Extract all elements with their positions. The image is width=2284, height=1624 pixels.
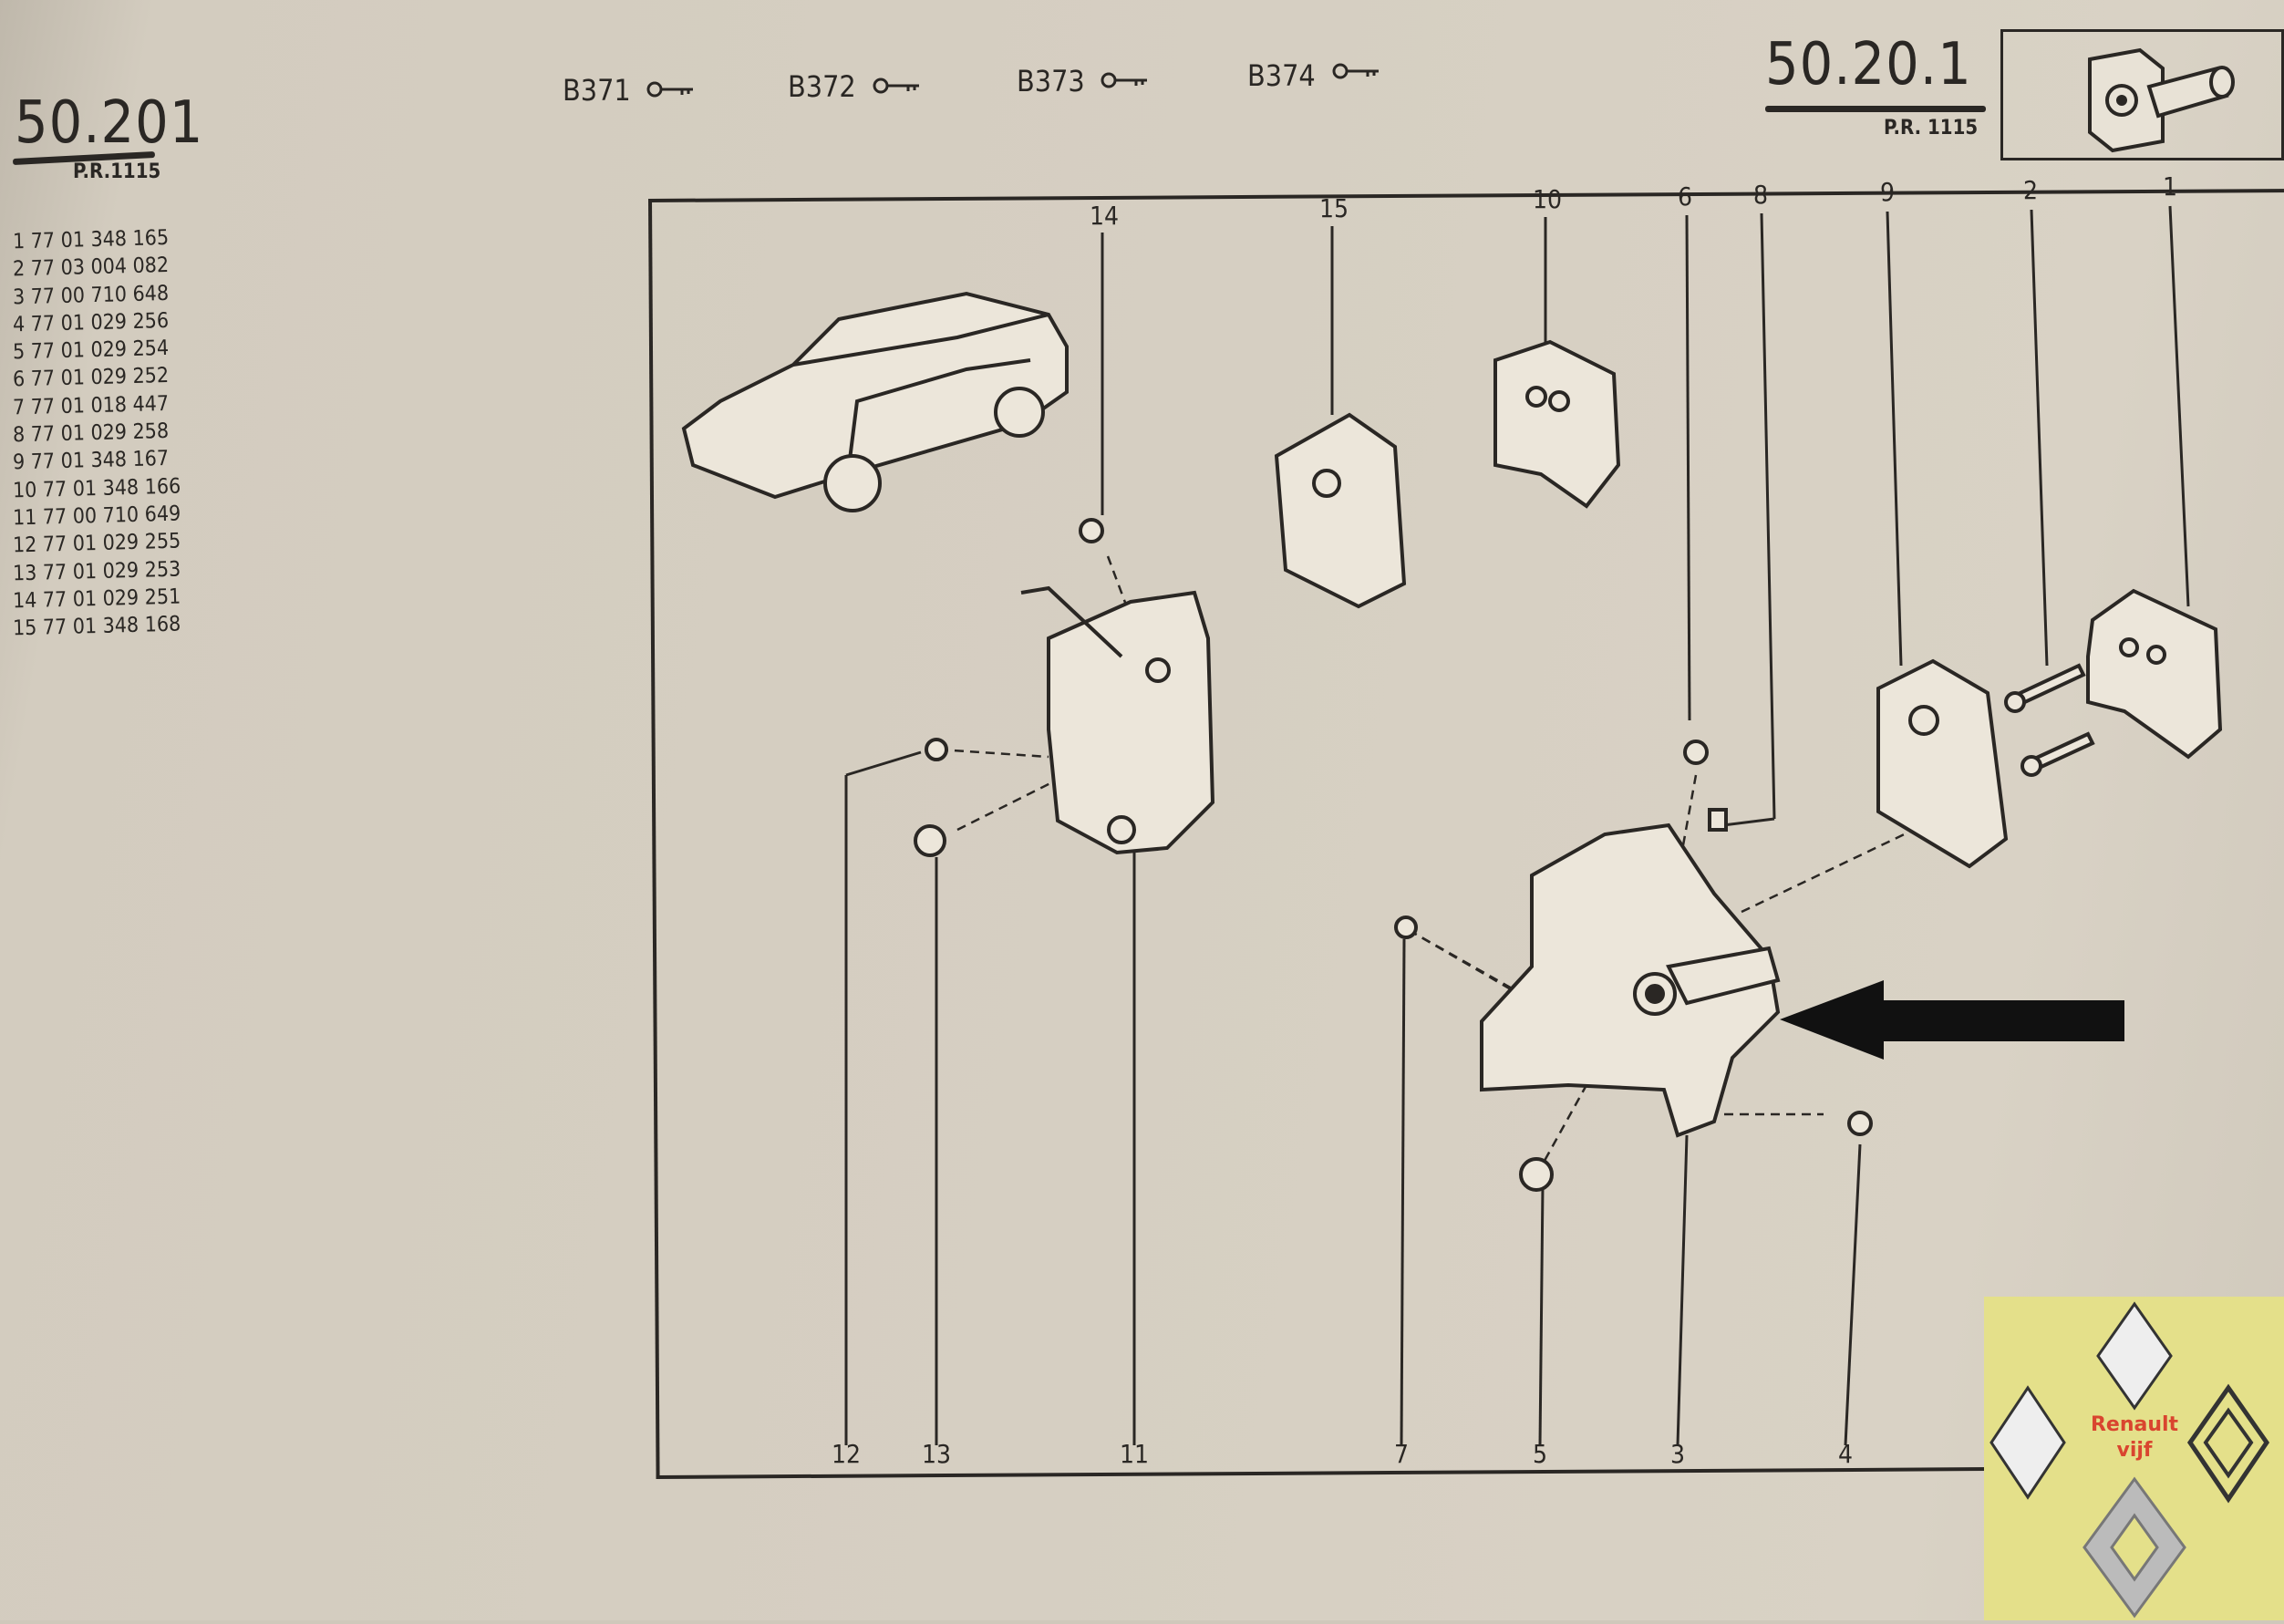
watermark-line2: vijf	[2116, 1439, 2153, 1462]
page-ref-right: 50.20.1	[1765, 31, 1972, 98]
part-13	[914, 824, 946, 857]
callout-3: 3	[1669, 1439, 1686, 1469]
callout-13: 13	[921, 1439, 952, 1469]
key-icon	[1101, 72, 1147, 88]
key-code: B371	[563, 73, 631, 108]
part-11	[1047, 590, 1215, 855]
part-1	[2086, 588, 2223, 760]
callout-15: 15	[1318, 193, 1349, 223]
part-5	[1519, 1157, 1554, 1192]
callout-7: 7	[1393, 1439, 1410, 1469]
part-9	[1876, 658, 2009, 869]
page-ref-left: 50.201	[15, 89, 204, 157]
part-14	[1079, 518, 1104, 543]
part-15	[1274, 412, 1407, 609]
part-7	[1394, 915, 1418, 939]
key-code: B374	[1247, 58, 1316, 93]
watermark-line1: Renault	[2090, 1413, 2179, 1436]
callout-14: 14	[1089, 201, 1120, 231]
key-icon	[646, 81, 693, 98]
part-6	[1683, 740, 1709, 765]
callout-6: 6	[1677, 181, 1693, 212]
section-icon-box	[2000, 29, 2284, 160]
renault-vijf-watermark: Renault vijf	[1984, 1297, 2284, 1620]
callout-1: 1	[2162, 171, 2178, 202]
part-4	[1847, 1111, 1873, 1136]
underline	[1765, 106, 1986, 112]
callout-2: 2	[2022, 175, 2039, 205]
callout-11: 11	[1119, 1439, 1150, 1469]
callout-4: 4	[1837, 1439, 1854, 1469]
key-code: B373	[1017, 64, 1085, 98]
pr-left: P.R.1115	[73, 160, 161, 183]
key-icon	[873, 78, 919, 94]
callout-12: 12	[831, 1439, 862, 1469]
pointer-arrow	[1780, 980, 2124, 1060]
part-3	[1480, 822, 1781, 1138]
part-10	[1493, 339, 1621, 509]
callout-8: 8	[1752, 180, 1769, 210]
door-lock-icon	[2088, 47, 2235, 153]
callout-10: 10	[1532, 184, 1563, 214]
part-12	[925, 738, 948, 761]
part-8	[1708, 808, 1728, 832]
key-code: B372	[788, 69, 856, 104]
pr-right: P.R. 1115	[1884, 117, 1979, 140]
callout-5: 5	[1532, 1439, 1548, 1469]
renault-logos	[1989, 1301, 2270, 1619]
callout-9: 9	[1879, 177, 1896, 207]
key-icon	[1332, 63, 1379, 79]
